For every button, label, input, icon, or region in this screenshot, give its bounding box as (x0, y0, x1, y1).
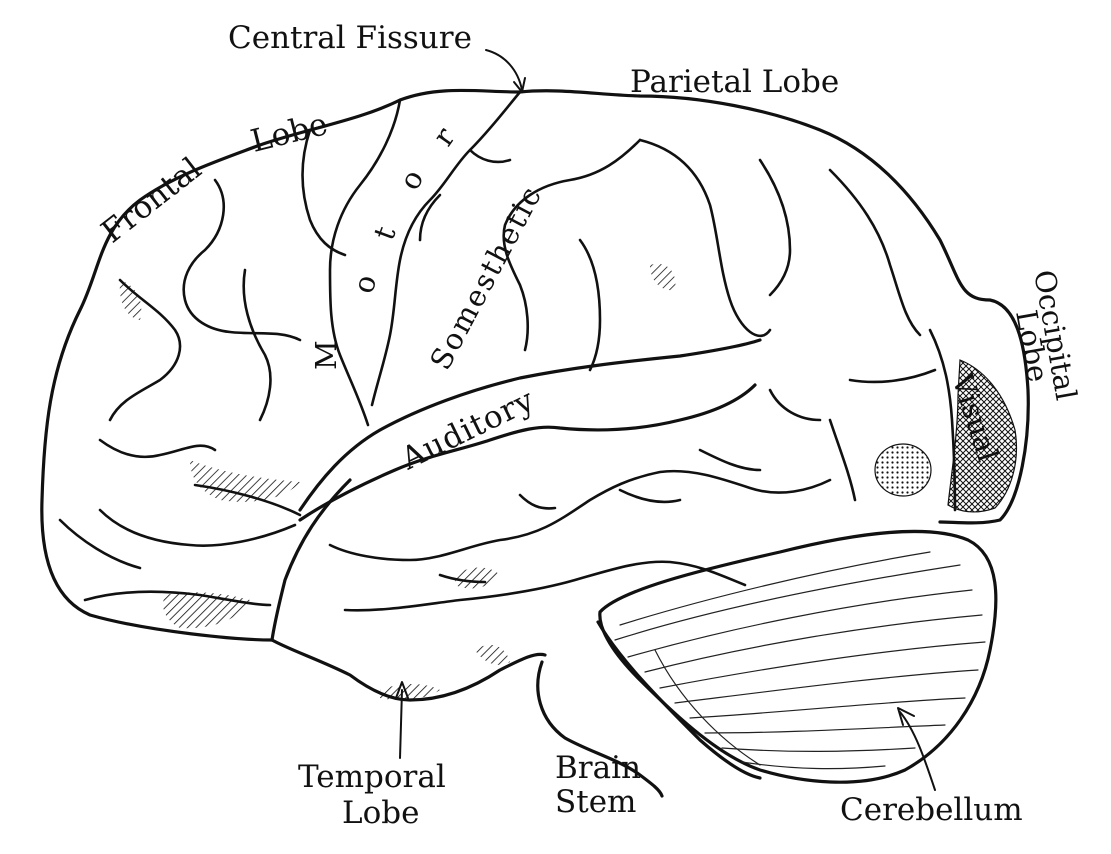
motor-letter-o2: o (392, 164, 430, 195)
frontal-lobe-word-label: Lobe (247, 106, 331, 160)
brain-label: Brain (555, 750, 641, 786)
cerebellum-pointer (899, 711, 936, 791)
central-fissure-label: Central Fissure (228, 20, 472, 56)
motor-letter-m: M (309, 340, 343, 370)
stem-label: Stem (555, 784, 636, 820)
somesthetic-label: Somesthetic (423, 180, 549, 376)
motor-letter-r: r (426, 121, 462, 152)
shaded-regions (119, 263, 1018, 700)
temporal-lobe-pointer (399, 689, 403, 759)
central-sulcus-gyri (328, 90, 522, 427)
motor-letter-t: t (367, 221, 403, 244)
central-fissure-arrowhead (513, 77, 526, 93)
temporal-lobe-word-label: Lobe (342, 795, 419, 831)
brain-stem-shape (536, 620, 762, 798)
cerebellum-arrowhead (897, 707, 915, 726)
temporal-gyri (328, 448, 832, 612)
frontal-label: Frontal (95, 151, 208, 251)
pointer-lines (395, 49, 936, 791)
temporal-label: Temporal (298, 759, 446, 795)
cerebellum-label: Cerebellum (840, 792, 1023, 828)
frontal-gyri (58, 128, 347, 607)
motor-letter-o1: o (346, 271, 383, 297)
parietal-gyri (502, 138, 937, 384)
central-fissure-pointer (485, 49, 523, 91)
temporal-lobe-arrowhead (395, 681, 409, 699)
cerebellum-shape (598, 529, 998, 784)
parietal-lobe-label: Parietal Lobe (630, 64, 839, 100)
